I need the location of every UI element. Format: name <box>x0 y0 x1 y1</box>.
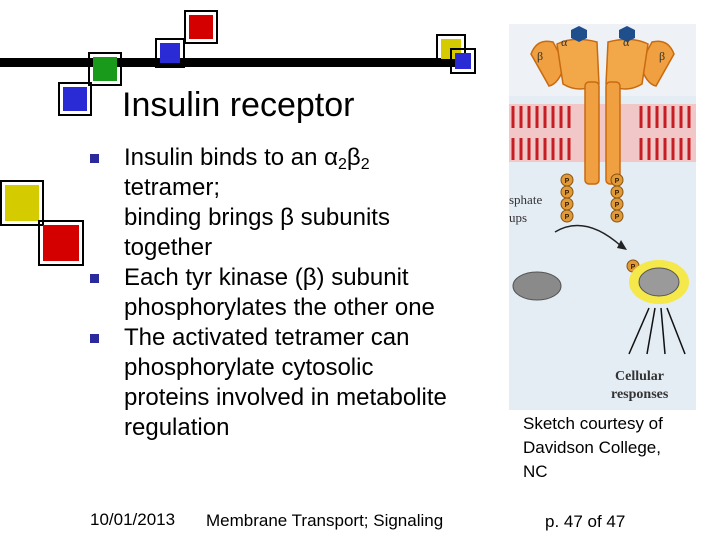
bullet-line: phosphorylate cytosolic <box>124 354 374 381</box>
bullet-list: Insulin binds to an α2β2 tetramer; bindi… <box>90 143 505 443</box>
bullet-line: regulation <box>124 414 230 441</box>
alpha-label-left: α <box>561 35 568 49</box>
bullet-item: Insulin binds to an α2β2 tetramer; bindi… <box>90 143 505 263</box>
phosphate-groups <box>560 173 640 273</box>
beta-subscript: 2 <box>360 156 370 173</box>
phosphate-label: P <box>565 190 570 197</box>
phosphate-label: P <box>565 178 570 185</box>
bullet-icon <box>90 334 99 343</box>
caption-line: NC <box>523 462 548 481</box>
bullet-line: binding brings β subunits <box>124 204 390 231</box>
bullet-line: tetramer; <box>124 174 221 201</box>
phosphate-text: sphate <box>509 192 542 207</box>
bullet-line: The activated tetramer can <box>124 324 410 351</box>
signal-arrowhead <box>617 240 627 250</box>
slide-title: Insulin receptor <box>122 86 355 124</box>
phosphate-label: P <box>565 214 570 221</box>
responses-text: responses <box>611 387 669 402</box>
decor-square-yellow-left <box>0 180 44 226</box>
phosphate-label: P <box>615 190 620 197</box>
decor-square-blue-left <box>58 82 92 116</box>
alpha-label-right: α <box>623 35 630 49</box>
phosphate-label: P <box>615 214 620 221</box>
response-arrows <box>628 307 686 355</box>
beta-symbol: β <box>346 144 361 171</box>
alpha-symbol: α <box>324 144 339 171</box>
inactive-protein <box>512 271 562 301</box>
alpha-subscript: 2 <box>338 156 347 173</box>
decor-square-blue-small <box>450 48 476 74</box>
signal-arc <box>554 224 622 247</box>
bullet-line: phosphorylates the other one <box>124 294 435 321</box>
phosphate-label: P <box>631 264 636 271</box>
header-rule <box>0 58 465 67</box>
beta-label-left: β <box>537 49 543 63</box>
membrane-bilayer <box>509 104 696 162</box>
decor-square-green <box>88 52 122 86</box>
footer-topic: Membrane Transport; Signaling <box>206 511 444 530</box>
bullet-icon <box>90 274 99 283</box>
bullet-item: Each tyr kinase (β) subunit phosphorylat… <box>90 263 505 323</box>
bullet-line: together <box>124 234 213 261</box>
beta-label-right: β <box>659 49 665 63</box>
caption-line: Sketch courtesy of <box>523 414 663 433</box>
transmembrane-stalk-right <box>605 81 621 185</box>
phosphate-label: P <box>615 202 620 209</box>
bullet-line: proteins involved in metabolite <box>124 384 447 411</box>
decor-square-blue-top <box>155 38 185 68</box>
phosphate-label: P <box>615 178 620 185</box>
decor-square-red-left <box>38 220 84 266</box>
decor-square-red-top <box>184 10 218 44</box>
insulin-hexagon-left <box>571 26 587 42</box>
bullet-icon <box>90 154 99 163</box>
bullet-line: Insulin binds to an α2β2 <box>124 143 505 173</box>
insulin-hexagon-right <box>619 26 635 42</box>
phosphate-label: P <box>565 202 570 209</box>
activated-protein <box>629 260 689 304</box>
figure-caption: Sketch courtesy of Davidson College, NC <box>523 412 663 484</box>
caption-line: Davidson College, <box>523 438 661 457</box>
bullet-text: Insulin binds to an <box>124 144 325 171</box>
bullet-item: The activated tetramer can phosphorylate… <box>90 323 505 443</box>
cellular-text: Cellular <box>615 369 664 384</box>
transmembrane-stalk-left <box>584 81 600 185</box>
groups-text: ups <box>509 210 527 225</box>
footer-page: p. 47 of 47 <box>545 512 626 531</box>
footer-date: 10/01/2013 <box>90 510 176 529</box>
insulin-receptor-figure: P P P P P P P P P α α β β sphate ups Cel… <box>509 24 696 410</box>
bullet-line: Each tyr kinase (β) subunit <box>124 264 409 291</box>
